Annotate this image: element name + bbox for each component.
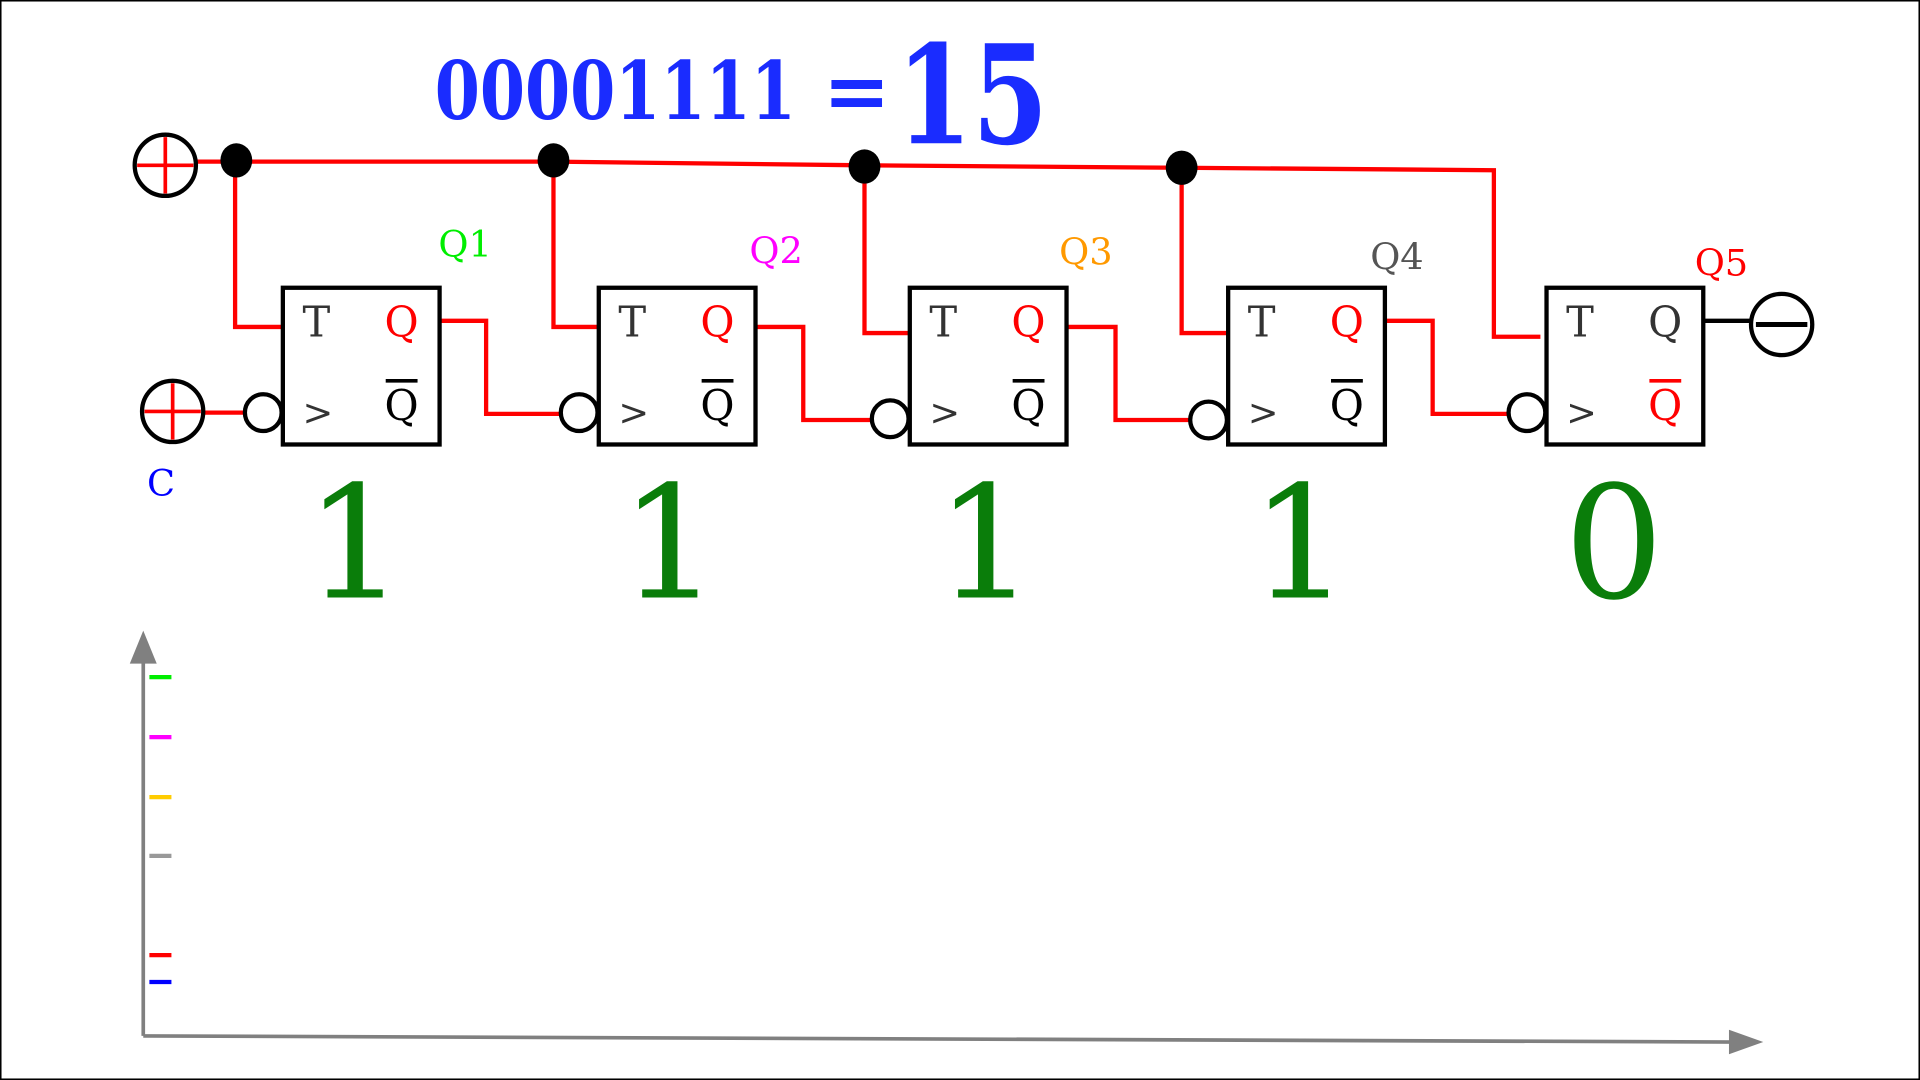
clock-inversion-bubble	[242, 392, 284, 434]
q1-wire	[440, 318, 564, 417]
clock-input-label: >	[1566, 391, 1597, 434]
flip-flop-2[interactable]: T QQ > Q2 1	[558, 229, 803, 635]
q3-wire	[1066, 324, 1191, 423]
flip-flop-5[interactable]: T QQ > Q5 0	[1506, 242, 1749, 635]
q-output-label: Q	[1330, 298, 1364, 347]
clock-inversion-bubble	[1188, 399, 1230, 441]
t-input-label: T	[1248, 298, 1276, 347]
q-output-label: Q	[384, 298, 418, 347]
output-name-label: Q4	[1370, 235, 1423, 278]
qbar-output-label: Q	[384, 381, 418, 430]
flip-flop-box	[1226, 285, 1388, 447]
minus-terminal[interactable]	[1748, 291, 1815, 358]
qbar-output-label: Q	[1648, 381, 1682, 430]
flip-flop-1[interactable]: T QQ > Q1 1	[242, 223, 492, 635]
flip-flop-box	[596, 285, 758, 447]
t-wire-1	[232, 161, 283, 330]
plus-source-top[interactable]	[132, 132, 199, 199]
equals-sign: =	[823, 44, 891, 139]
clock-label: C	[147, 462, 175, 505]
output-name-label: Q1	[438, 223, 491, 266]
x-axis	[143, 1034, 1737, 1044]
flip-flop-box	[907, 285, 1069, 447]
t-wire-4	[1179, 167, 1229, 336]
output-name-label: Q2	[749, 229, 802, 272]
flip-flop-4[interactable]: T QQ > Q4 1	[1188, 235, 1424, 635]
q-output-label: Q	[700, 298, 734, 347]
t-input-label: T	[618, 298, 646, 347]
flip-flop-3[interactable]: T QQ > Q3 1	[869, 230, 1113, 635]
q4-wire	[1384, 318, 1509, 417]
decimal-value: 15	[896, 15, 1048, 176]
t-input-label: T	[929, 298, 957, 347]
clock-input-label: >	[1248, 391, 1279, 434]
x-axis-arrow	[1728, 1029, 1764, 1055]
bit-value: 1	[936, 453, 1036, 635]
plus-source-clock[interactable]	[139, 378, 206, 445]
clock-inversion-bubble	[869, 398, 911, 440]
output-name-label: Q3	[1059, 230, 1112, 273]
t-input-label: T	[302, 298, 330, 347]
junction-dots	[220, 143, 1198, 185]
q-output-label: Q	[1011, 298, 1045, 347]
timing-plot	[129, 630, 1764, 1055]
junction-dot[interactable]	[220, 143, 253, 178]
qbar-output-label: Q	[1011, 381, 1045, 430]
clock-input-label: >	[929, 391, 960, 434]
binary-value: 00001111	[435, 44, 796, 139]
clock-inversion-bubble	[1506, 392, 1548, 434]
clock-inversion-bubble	[558, 392, 600, 434]
flip-flop-box	[1544, 285, 1706, 447]
bit-value: 1	[305, 453, 405, 635]
junction-dot[interactable]	[537, 143, 570, 178]
t-wire-2	[551, 161, 599, 330]
qbar-output-label: Q	[700, 381, 734, 430]
clock-input-label: >	[618, 391, 649, 434]
bit-value: 1	[1251, 453, 1351, 635]
flip-flop-box	[280, 285, 442, 447]
qbar-output-label: Q	[1330, 381, 1364, 430]
bit-value: 1	[620, 453, 720, 635]
clock-input-label: >	[302, 391, 333, 434]
q-output-label: Q	[1648, 298, 1682, 347]
junction-dot[interactable]	[1165, 150, 1198, 185]
bit-value: 0	[1564, 453, 1664, 635]
t-input-label: T	[1566, 298, 1594, 347]
t-wire-3	[862, 166, 910, 336]
output-name-label: Q5	[1695, 242, 1748, 285]
junction-dot[interactable]	[848, 149, 881, 184]
q2-wire	[755, 324, 872, 423]
y-axis-arrow	[129, 630, 157, 664]
